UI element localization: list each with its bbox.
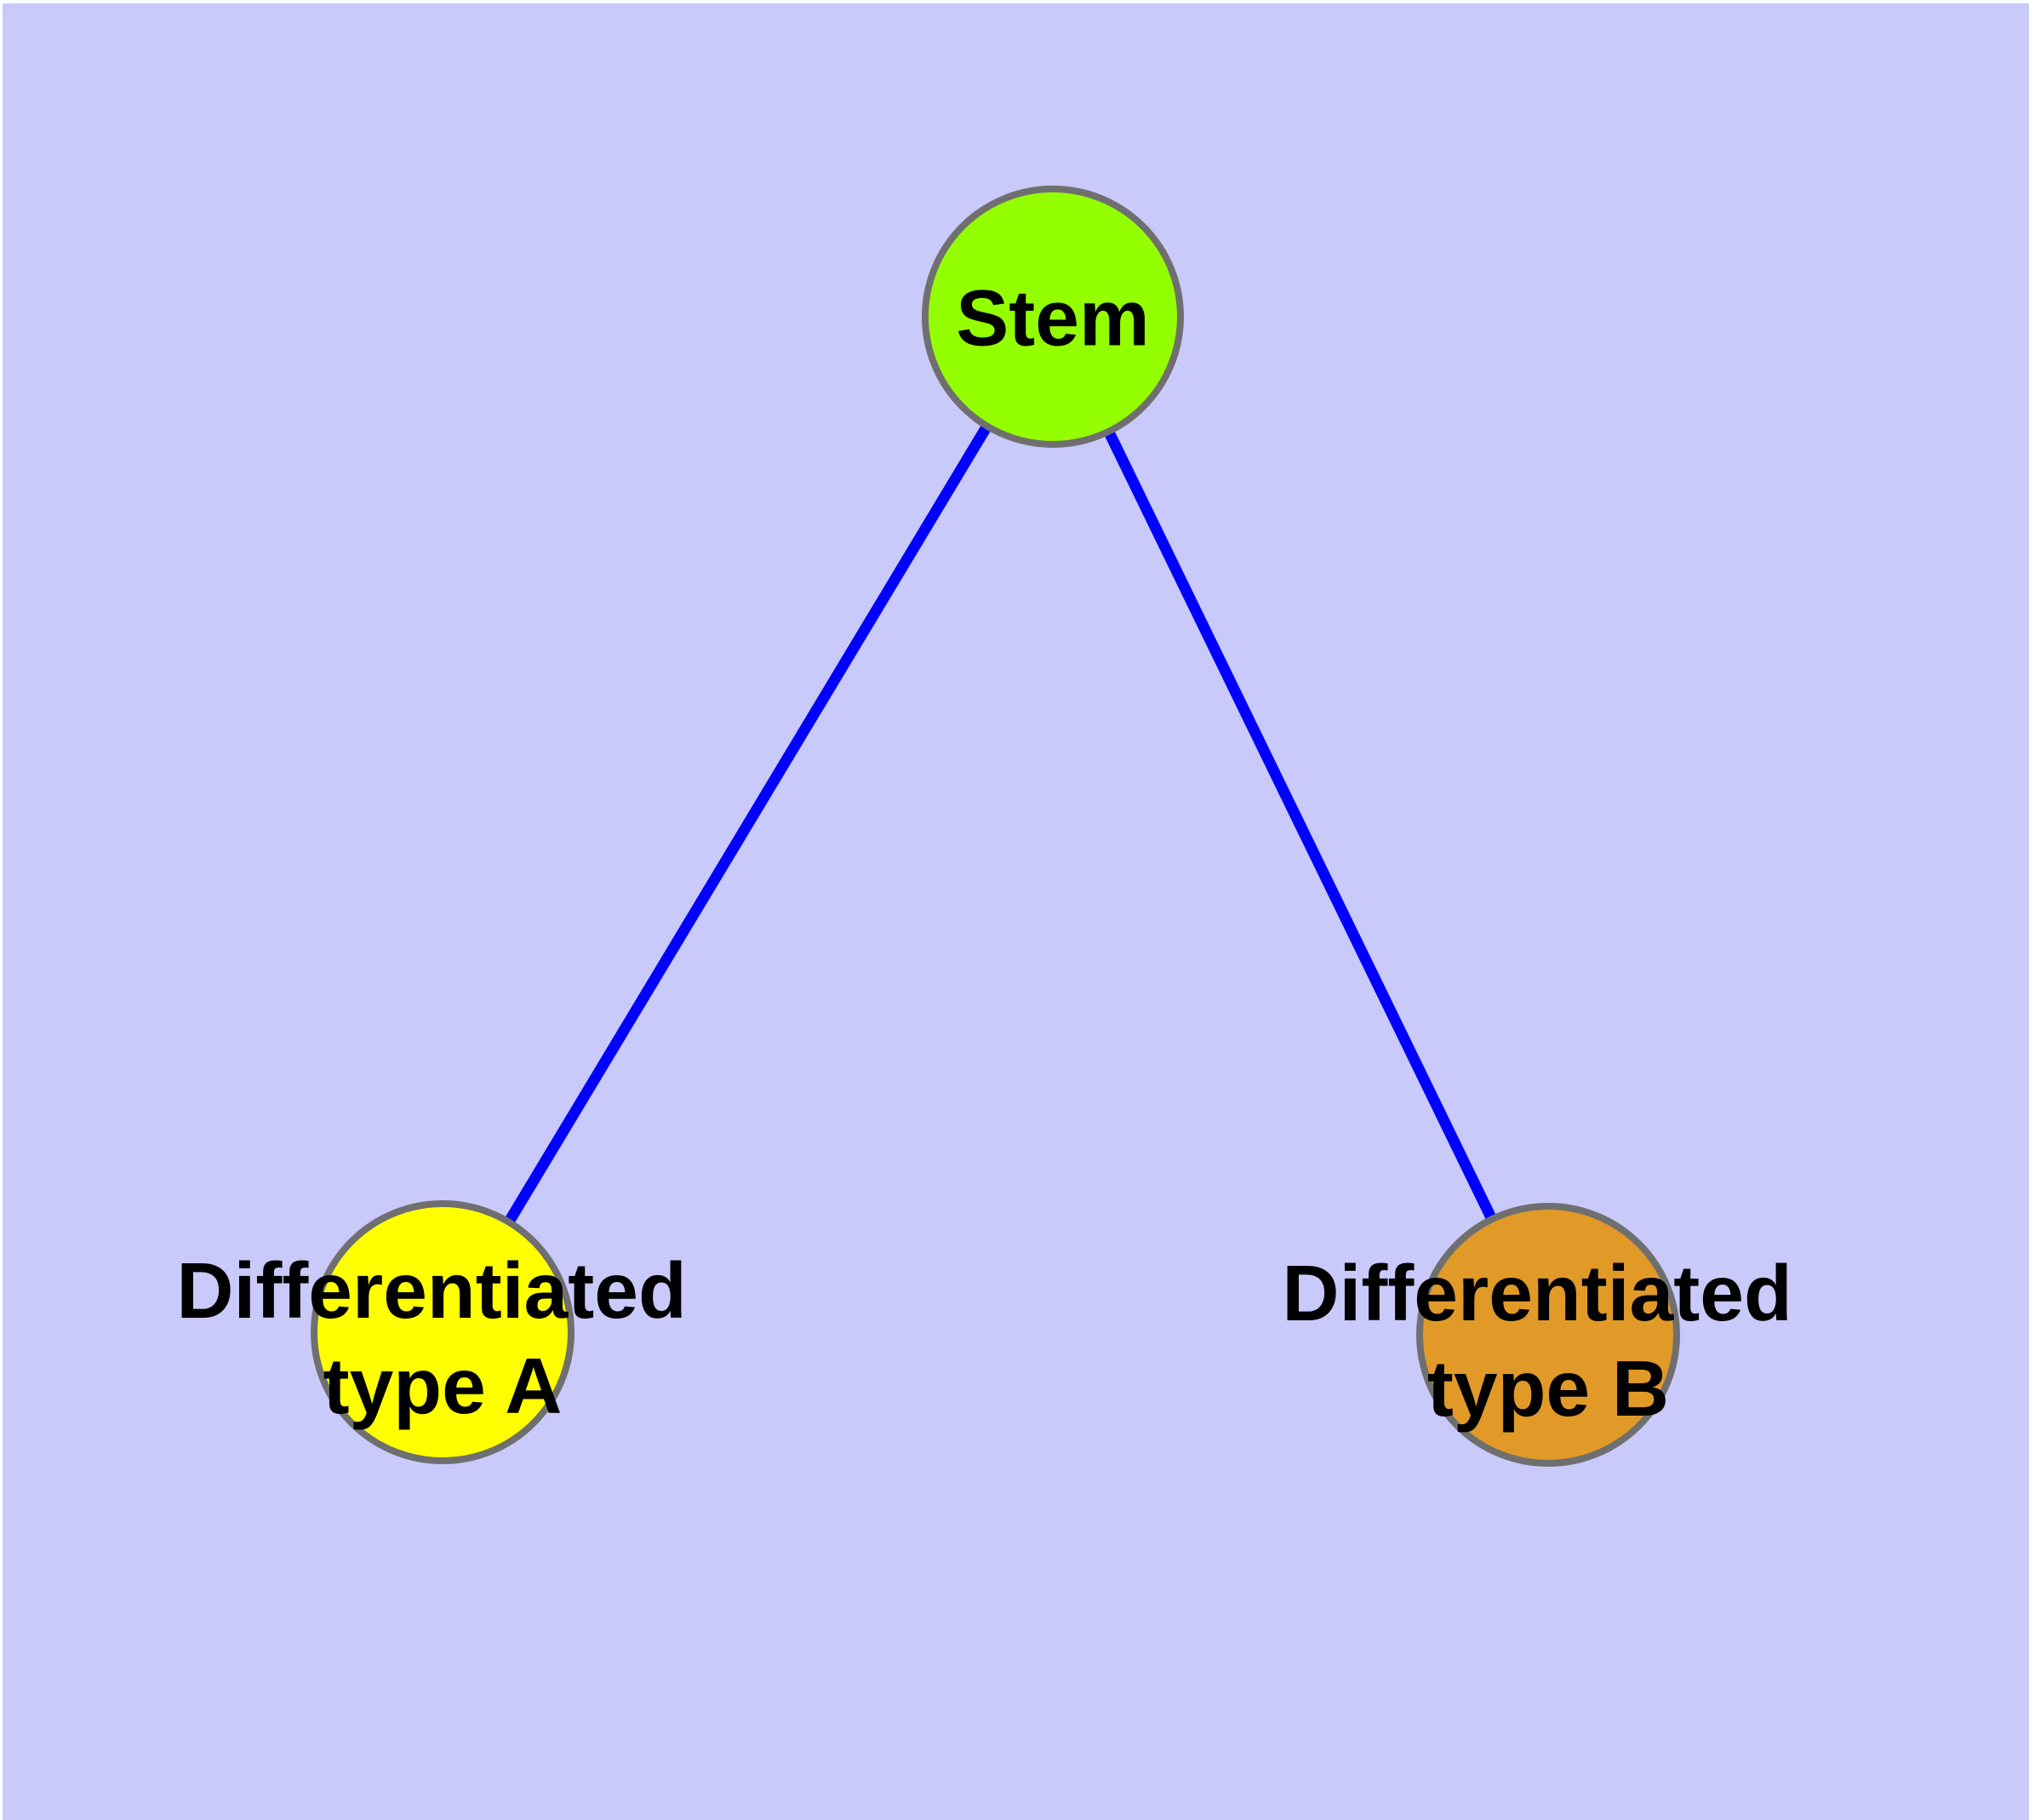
type-a-label-line1: Differentiated (176, 1246, 686, 1335)
type-b-label-line1: Differentiated (1282, 1249, 1792, 1337)
type-b-node[interactable] (1416, 1203, 1680, 1467)
stem-node[interactable] (922, 186, 1184, 448)
type-a-node[interactable] (311, 1200, 574, 1464)
stem-node-label: Stem (956, 273, 1149, 362)
type-b-label-line2: type B (1427, 1344, 1669, 1433)
type-a-label-line2: type A (323, 1342, 563, 1430)
type-a-node-label: Differentiated type A (176, 1246, 708, 1430)
edge-stem-to-type-a[interactable] (437, 313, 1058, 1336)
type-b-node-label: Differentiated type B (1282, 1249, 1814, 1433)
edge-stem-to-type-b[interactable] (1048, 314, 1553, 1337)
